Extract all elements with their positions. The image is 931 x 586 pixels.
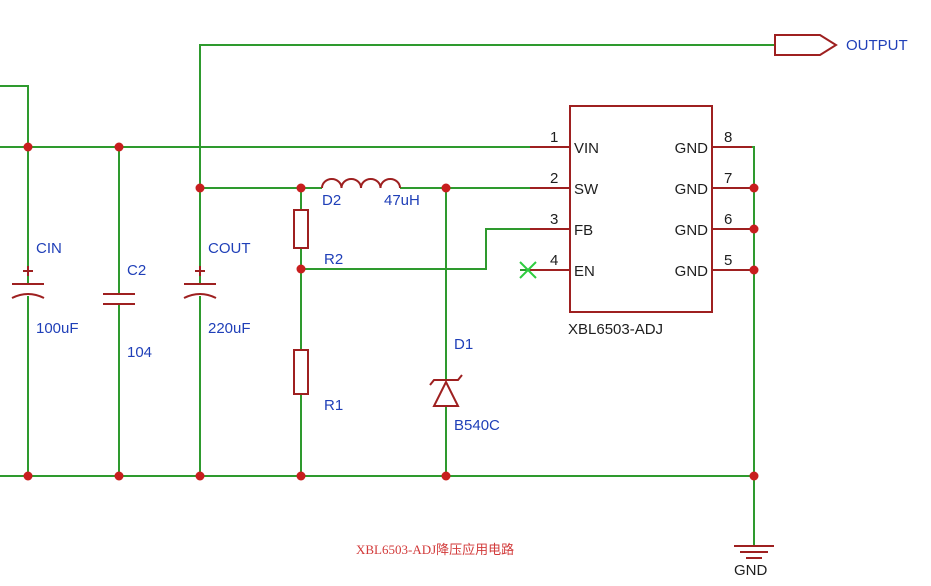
ic-pin-name-vin: VIN [574,140,599,157]
ic-pin-num-8: 8 [724,129,732,146]
ic-body [569,105,713,313]
capacitor-cout [183,266,217,299]
output-port-flag [774,34,838,56]
ic-pin-num-6: 6 [724,211,732,228]
ic-pin-num-3: 3 [550,211,558,228]
ic-pin-name-gnd-6: GND [675,222,709,239]
c2-value: 104 [127,344,152,361]
no-connect-marker [519,261,537,279]
wire-feedback [301,228,530,270]
resistor-r2 [293,209,309,249]
ic-pin-num-7: 7 [724,170,732,187]
c2-ref: C2 [127,262,146,279]
diode-d1 [429,374,463,407]
ic-pin-name-en: EN [574,263,595,280]
r2-ref: R2 [324,251,343,268]
r1-ref: R1 [324,397,343,414]
ic-pin-num-4: 4 [550,252,558,269]
ic-pin-num-2: 2 [550,170,558,187]
gnd-label: GND [734,562,768,579]
ic-pin-name-sw: SW [574,181,599,198]
wire-input-stub [0,85,29,147]
junctions [23,142,759,481]
ic-pin-name-fb: FB [574,222,593,239]
cin-ref: CIN [36,240,62,257]
cin-value: 100uF [36,320,79,337]
resistor-r1 [293,349,309,395]
inductor-value: 47uH [384,192,420,209]
wire-output [199,44,775,188]
circuit-caption: XBL6503-ADJ降压应用电路 [356,542,514,557]
capacitor-c2 [103,293,135,305]
ground-symbol [734,545,774,559]
ic-pin-num-5: 5 [724,252,732,269]
inductor-47uh [321,178,401,189]
ic-pin-name-gnd-5: GND [675,263,709,280]
cout-ref: COUT [208,240,251,257]
d2-ref: D2 [322,192,341,209]
ic-pin-name-gnd-8: GND [675,140,709,157]
ic-pin-name-gnd-7: GND [675,181,709,198]
output-port-label: OUTPUT [846,37,908,54]
cout-value: 220uF [208,320,251,337]
capacitor-cin [11,266,45,299]
d1-ref: D1 [454,336,473,353]
ic-pin-lines [530,146,752,271]
ic-pin-num-1: 1 [550,129,558,146]
ic-part-name: XBL6503-ADJ [568,321,663,338]
wires [0,44,775,546]
d1-value: B540C [454,417,500,434]
wire-gnd-bus [712,146,755,546]
